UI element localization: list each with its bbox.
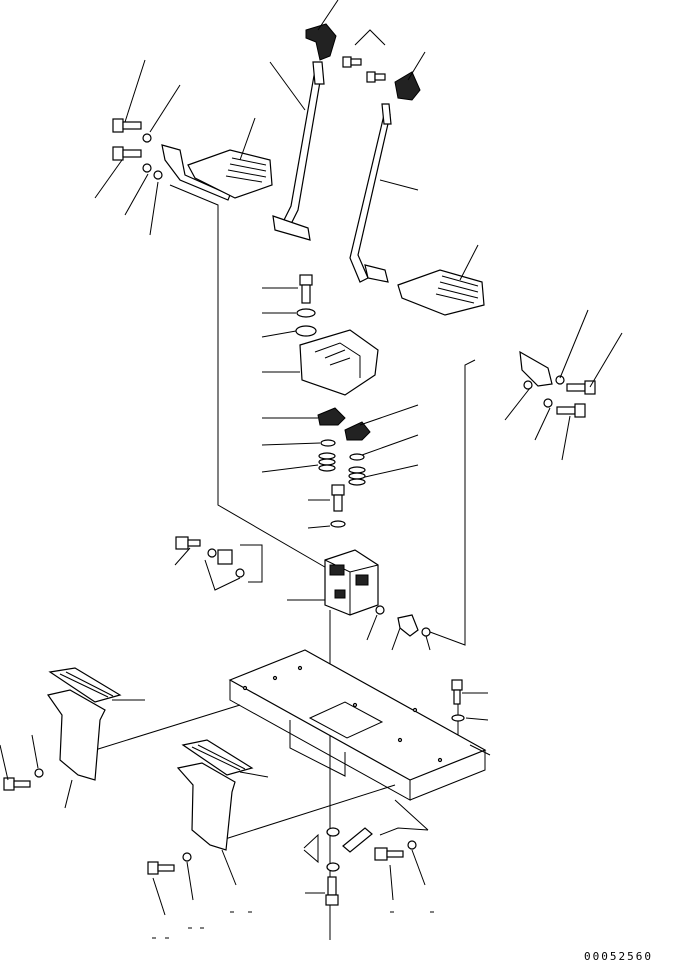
washer-icon bbox=[421, 627, 431, 637]
bottom-hardware bbox=[325, 679, 465, 906]
washer-icon bbox=[375, 605, 385, 615]
washer-icon bbox=[295, 325, 317, 337]
pedal-lever bbox=[349, 103, 392, 283]
washer-icon bbox=[349, 453, 365, 461]
bolt-icon bbox=[3, 777, 31, 791]
bolt-icon bbox=[112, 118, 142, 133]
rubber-boot bbox=[344, 421, 371, 441]
bolt-icon bbox=[147, 861, 175, 875]
washer-icon bbox=[142, 133, 152, 143]
footrest-bracket bbox=[176, 762, 236, 851]
bolt-icon bbox=[112, 146, 142, 161]
right-fittings bbox=[375, 605, 431, 637]
pedal-bracket bbox=[519, 350, 553, 387]
washer-icon bbox=[296, 308, 316, 318]
bolt-icon bbox=[331, 484, 345, 512]
washer-icon bbox=[320, 439, 336, 447]
lower-center-footrest bbox=[147, 739, 254, 875]
upper-right-pedal-assembly bbox=[342, 56, 596, 418]
bolt-icon bbox=[299, 274, 313, 304]
washer-icon bbox=[235, 568, 245, 578]
washer-icon bbox=[142, 163, 152, 173]
fitting-icon bbox=[175, 536, 201, 550]
pedal-bracket bbox=[161, 144, 231, 201]
lever-knob bbox=[394, 71, 421, 101]
spring-icon bbox=[348, 466, 366, 486]
washer-icon bbox=[207, 548, 217, 558]
pedal-lever bbox=[272, 61, 325, 241]
pedal-icon bbox=[397, 269, 485, 316]
center-valve-stack bbox=[295, 274, 379, 528]
washer-icon bbox=[543, 398, 553, 408]
pilot-valve bbox=[324, 549, 379, 616]
washer-icon bbox=[451, 714, 465, 722]
bolt-icon bbox=[374, 847, 404, 861]
washer-icon bbox=[34, 768, 44, 778]
washer-icon bbox=[326, 827, 340, 837]
elbow-fitting bbox=[217, 549, 233, 565]
left-fittings bbox=[175, 536, 245, 578]
floor-plate bbox=[228, 649, 487, 801]
spring-icon bbox=[318, 452, 336, 472]
washer-icon bbox=[330, 520, 346, 528]
bolt-icon bbox=[451, 679, 463, 705]
washer-icon bbox=[182, 852, 192, 862]
drawing-reference-code: 00052560 bbox=[584, 950, 653, 963]
washer-icon bbox=[326, 862, 340, 872]
footrest-bracket bbox=[46, 689, 106, 781]
pedal-icon bbox=[187, 149, 273, 199]
washer-icon bbox=[523, 380, 533, 390]
upper-left-pedal-assembly bbox=[112, 23, 337, 241]
pad-icon bbox=[181, 739, 254, 776]
callout-leaders bbox=[0, 0, 623, 916]
bolt-icon bbox=[556, 403, 586, 418]
bolt-icon bbox=[325, 876, 339, 906]
clamp-icon bbox=[342, 827, 373, 853]
washer-icon bbox=[153, 170, 163, 180]
washer-icon bbox=[407, 840, 417, 850]
lower-left-footrest bbox=[3, 667, 122, 791]
bolt-icon bbox=[366, 71, 386, 83]
elbow-fitting bbox=[397, 614, 419, 637]
rubber-boot bbox=[317, 407, 346, 426]
bolt-icon bbox=[342, 56, 362, 68]
callout-stubs bbox=[152, 911, 434, 939]
valve-cover bbox=[299, 329, 379, 396]
lever-knob bbox=[305, 23, 337, 61]
washer-icon bbox=[555, 375, 565, 385]
bolt-icon bbox=[566, 380, 596, 395]
pad-icon bbox=[48, 667, 122, 703]
